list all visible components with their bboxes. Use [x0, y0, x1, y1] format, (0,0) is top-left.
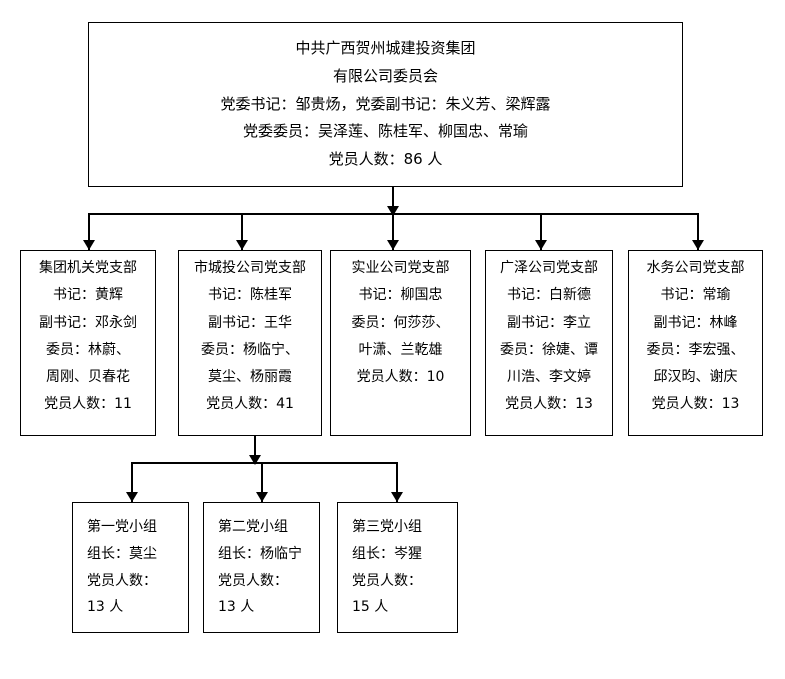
root-line-1: 中共广西贺州城建投资集团 — [295, 39, 476, 58]
arrow-head-branch-4 — [692, 240, 704, 250]
branch-0-line-5: 周刚、贝春花 — [46, 369, 130, 386]
branch-2-line-3: 委员：何莎莎、 — [351, 314, 450, 331]
group-0-line-1: 第一党小组 — [87, 519, 157, 536]
connector-drop-branch-4 — [697, 213, 699, 250]
group-1-line-1: 第二党小组 — [218, 519, 288, 536]
root-line-3: 党委书记：邹贵炀，党委副书记：朱义芳、梁辉露 — [220, 94, 551, 113]
arrow-head-group-2 — [391, 492, 403, 502]
branch-1-line-3: 副书记：王华 — [208, 314, 292, 331]
org-node-party-group-1[interactable]: 第一党小组 组长：莫尘 党员人数： 13 人 — [72, 502, 189, 633]
connector-drop-group-1 — [261, 462, 263, 502]
arrow-head-group-1 — [256, 492, 268, 502]
group-1-line-2: 组长：杨临宁 — [218, 545, 302, 562]
branch-0-line-2: 书记：黄辉 — [53, 287, 123, 304]
arrow-head-root-stem — [387, 206, 399, 216]
org-node-group-hq-branch[interactable]: 集团机关党支部 书记：黄辉 副书记：邓永剑 委员：林蔚、 周刚、贝春花 党员人数… — [20, 250, 156, 436]
branch-2-line-5: 党员人数：10 — [356, 369, 445, 386]
branch-1-line-4: 委员：杨临宁、 — [201, 341, 299, 358]
branch-2-line-2: 书记：柳国忠 — [358, 287, 443, 304]
branch-4-line-6: 党员人数：13 — [651, 396, 740, 413]
arrow-head-branch-0 — [83, 240, 95, 250]
branch-1-line-2: 书记：陈桂军 — [208, 287, 292, 304]
connector-drop-group-2 — [396, 462, 398, 502]
connector-group-bus — [131, 462, 397, 464]
branch-3-line-6: 党员人数：13 — [505, 396, 593, 413]
branch-0-line-1: 集团机关党支部 — [39, 260, 137, 276]
connector-drop-branch-2 — [392, 213, 394, 250]
arrow-head-branch-3 — [535, 240, 547, 250]
branch-1-line-5: 莫尘、杨丽霞 — [208, 369, 292, 386]
group-2-line-4: 15 人 — [352, 599, 389, 616]
branch-2-line-4: 叶潇、兰乾雄 — [358, 341, 443, 358]
root-line-4: 党委委员：吴泽莲、陈桂军、柳国忠、常瑜 — [242, 122, 528, 141]
connector-drop-branch-3 — [540, 213, 542, 250]
branch-0-line-6: 党员人数：11 — [44, 396, 132, 413]
org-node-party-committee[interactable]: 中共广西贺州城建投资集团 有限公司委员会 党委书记：邹贵炀，党委副书记：朱义芳、… — [88, 22, 683, 187]
branch-3-line-5: 川浩、李文婷 — [507, 369, 591, 386]
branch-3-line-2: 书记：白新德 — [507, 287, 591, 304]
branch-4-line-2: 书记：常瑜 — [660, 287, 731, 304]
branch-0-line-4: 委员：林蔚、 — [46, 341, 130, 358]
branch-4-line-3: 副书记：林峰 — [653, 314, 738, 331]
branch-4-line-4: 委员：李宏强、 — [646, 341, 745, 358]
root-line-5: 党员人数：86 人 — [328, 150, 443, 169]
group-0-line-2: 组长：莫尘 — [87, 545, 157, 562]
branch-0-line-3: 副书记：邓永剑 — [39, 314, 137, 331]
org-node-industrial-company-branch[interactable]: 实业公司党支部 书记：柳国忠 委员：何莎莎、 叶潇、兰乾雄 党员人数：10 — [330, 250, 471, 436]
org-node-water-company-branch[interactable]: 水务公司党支部 书记：常瑜 副书记：林峰 委员：李宏强、 邱汉昀、谢庆 党员人数… — [628, 250, 763, 436]
group-0-line-3: 党员人数： — [87, 572, 157, 589]
org-node-guangze-company-branch[interactable]: 广泽公司党支部 书记：白新德 副书记：李立 委员：徐婕、谭 川浩、李文婷 党员人… — [485, 250, 613, 436]
group-1-line-4: 13 人 — [218, 599, 255, 616]
branch-3-line-3: 副书记：李立 — [507, 314, 591, 331]
branch-2-line-1: 实业公司党支部 — [351, 260, 450, 276]
arrow-head-branch1-stem — [249, 455, 261, 465]
branch-3-line-4: 委员：徐婕、谭 — [500, 341, 598, 358]
org-node-city-investment-branch[interactable]: 市城投公司党支部 书记：陈桂军 副书记：王华 委员：杨临宁、 莫尘、杨丽霞 党员… — [178, 250, 322, 436]
arrow-head-branch-1 — [236, 240, 248, 250]
branch-4-line-5: 邱汉昀、谢庆 — [653, 369, 738, 386]
connector-drop-branch-0 — [88, 213, 90, 250]
branch-1-line-1: 市城投公司党支部 — [194, 260, 306, 276]
org-node-party-group-2[interactable]: 第二党小组 组长：杨临宁 党员人数： 13 人 — [203, 502, 320, 633]
org-node-party-group-3[interactable]: 第三党小组 组长：岑猩 党员人数： 15 人 — [337, 502, 458, 633]
arrow-head-branch-2 — [387, 240, 399, 250]
connector-drop-group-0 — [131, 462, 133, 502]
arrow-head-group-0 — [126, 492, 138, 502]
branch-4-line-1: 水务公司党支部 — [646, 260, 745, 276]
group-1-line-3: 党员人数： — [218, 572, 288, 589]
branch-1-line-6: 党员人数：41 — [206, 396, 294, 413]
group-0-line-4: 13 人 — [87, 599, 124, 616]
branch-3-line-1: 广泽公司党支部 — [500, 260, 598, 276]
group-2-line-1: 第三党小组 — [352, 519, 422, 536]
connector-root-stem — [392, 187, 394, 212]
root-line-2: 有限公司委员会 — [332, 66, 438, 85]
connector-drop-branch-1 — [241, 213, 243, 250]
group-2-line-2: 组长：岑猩 — [352, 545, 422, 562]
connector-branch1-stem — [254, 436, 256, 461]
group-2-line-3: 党员人数： — [352, 572, 422, 589]
